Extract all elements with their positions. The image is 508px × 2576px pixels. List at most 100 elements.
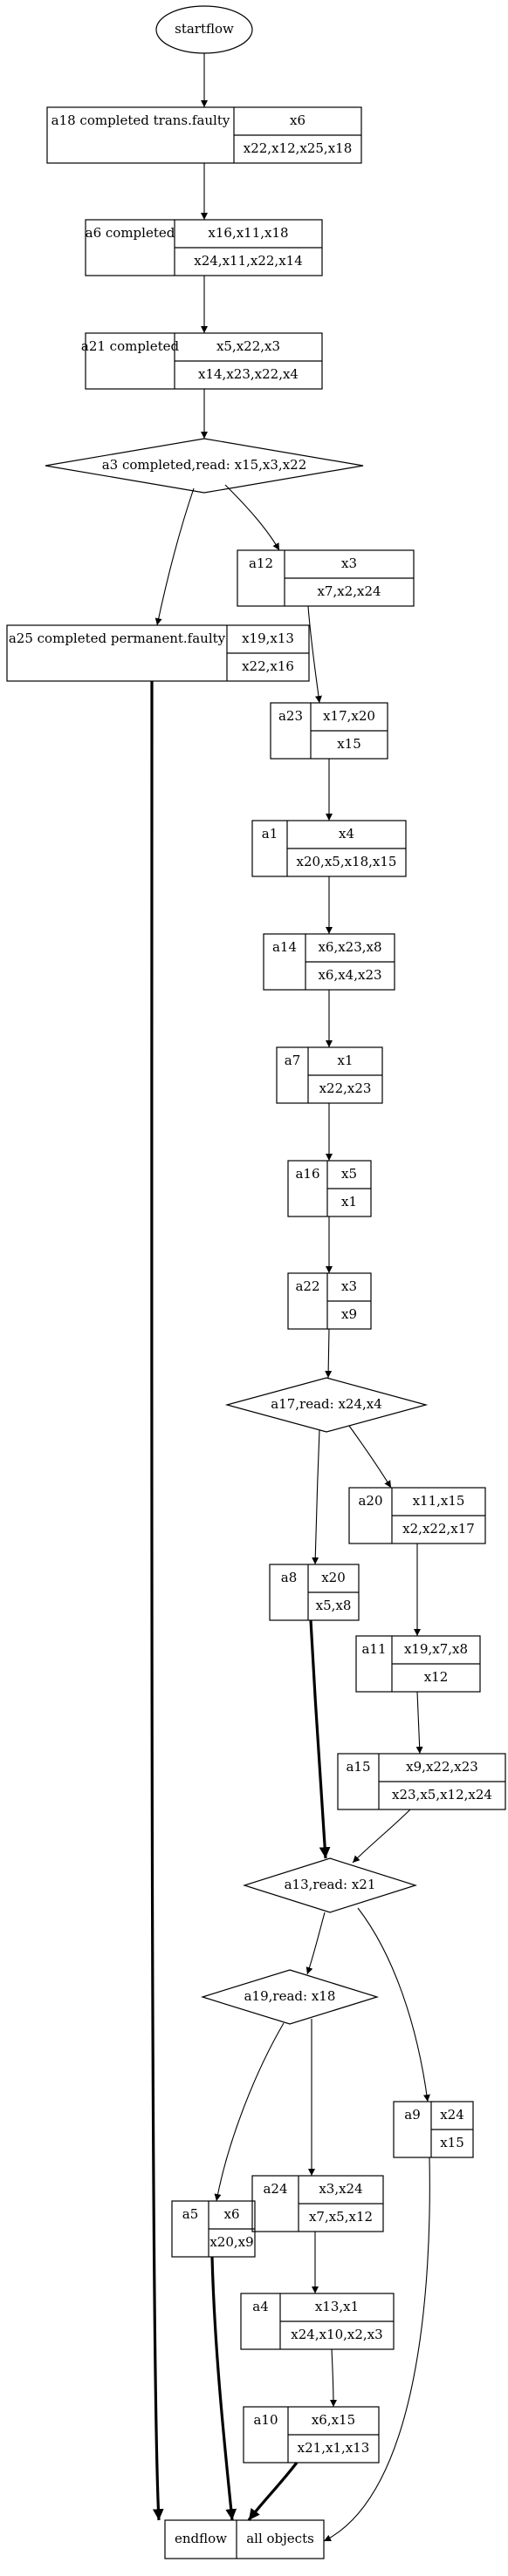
decision-label: a13,read: x21 — [285, 1877, 376, 1892]
write-set: x19,x7,x8 — [404, 1641, 468, 1657]
end-node-box — [164, 2519, 325, 2559]
write-set: x6,x15 — [312, 2412, 355, 2428]
edge-a3-to-a12 — [224, 484, 280, 551]
write-set: x16,x11,x18 — [208, 225, 288, 241]
decision-shape — [224, 1377, 429, 1433]
read-set: x22,x23 — [319, 1080, 372, 1096]
activity-name: a23 — [278, 708, 303, 724]
read-set: x21,x1,x13 — [298, 2440, 370, 2456]
read-set: x20,x9 — [209, 2234, 253, 2250]
activity-name: a9 — [404, 2107, 421, 2123]
read-set: x15 — [337, 736, 361, 752]
write-set: x19,x13 — [242, 630, 294, 646]
read-set: x6,x4,x23 — [318, 967, 381, 983]
read-set: x7,x2,x24 — [317, 583, 381, 599]
write-set: x6 — [223, 2206, 239, 2222]
read-set: x12 — [424, 1669, 449, 1685]
edge-a19-to-a5 — [214, 2022, 285, 2202]
read-set: x15 — [440, 2135, 464, 2150]
node-a25: a25 completed permanent.faulty x19,x13 x22… — [6, 624, 310, 682]
activity-name: a20 — [358, 1493, 382, 1509]
read-set: x9 — [341, 1306, 357, 1322]
node-a5: a5 x6 x20,x9 — [171, 2200, 256, 2258]
write-set: x6 — [290, 112, 305, 128]
node-a6: a6 completed x16,x11,x18 x24,x11,x22,x14 — [85, 219, 323, 276]
decision-label: a19,read: x18 — [244, 1988, 336, 2004]
edge-a15-to-a13 — [352, 1809, 411, 1864]
node-a18: a18 completed trans.faulty x6 x22,x12,x25,… — [46, 106, 362, 164]
activity-name: a25 completed permanent.faulty — [9, 630, 226, 646]
node-startflow: startflow — [155, 5, 253, 54]
node-a23: a23 x17,x20 x15 — [270, 702, 388, 760]
start-node-label: startflow — [175, 21, 234, 37]
edge-a11-to-a15 — [415, 1691, 423, 1755]
read-set: x5,x8 — [316, 1598, 352, 1613]
edge-a17-to-a8 — [312, 1429, 320, 1565]
write-set: x17,x20 — [323, 708, 375, 724]
end-node-label: endflow — [175, 2531, 227, 2546]
edge-a13-to-a19 — [305, 1912, 326, 1975]
read-set: x24,x11,x22,x14 — [194, 253, 303, 269]
node-a20: a20 x11,x15 x2,x22,x17 — [348, 1487, 486, 1544]
write-set: x4 — [339, 826, 354, 842]
end-node-objects: all objects — [246, 2531, 314, 2546]
activity-name: a1 — [262, 826, 278, 842]
write-set: x3 — [341, 1278, 357, 1294]
activity-name: a6 completed — [86, 225, 175, 241]
activity-name: a14 — [272, 939, 297, 955]
write-set: x20 — [321, 1570, 346, 1585]
write-set: x13,x1 — [315, 2299, 359, 2314]
edge-a25-to-endflow — [150, 680, 164, 2521]
write-set: x5 — [341, 1166, 357, 1182]
edge-a13-to-a9 — [357, 1907, 430, 2102]
node-a13: a13,read: x21 — [243, 1857, 417, 1913]
write-set: x9,x22,x23 — [406, 1759, 478, 1775]
node-a17: a17,read: x24,x4 — [224, 1377, 429, 1433]
edge-a17-to-a20 — [348, 1425, 392, 1489]
nodes-layer: startflow a18 completed trans.faulty x6 x22… — [6, 5, 506, 2559]
decision-label: a17,read: x24,x4 — [271, 1396, 382, 1412]
node-a9: a9 x24 x15 — [393, 2101, 474, 2158]
activity-name: a18 completed trans.faulty — [51, 112, 230, 128]
read-set: x22,x16 — [242, 658, 294, 674]
decision-shape — [200, 1969, 380, 2025]
edges-layer — [150, 53, 430, 2542]
edge-a3-to-a25 — [154, 487, 195, 626]
write-set: x11,x15 — [413, 1493, 465, 1509]
write-set: x5,x22,x3 — [216, 338, 280, 354]
write-set: x3,x24 — [319, 2181, 362, 2197]
edge-a5-to-endflow — [210, 2256, 237, 2521]
edge-a12-to-a23 — [307, 605, 322, 704]
activity-name: a7 — [285, 1053, 301, 1068]
edge-a22-to-a17 — [325, 1328, 333, 1379]
read-set: x2,x22,x17 — [402, 1521, 475, 1537]
read-set: x1 — [341, 1194, 357, 1210]
write-set: x24 — [440, 2107, 464, 2123]
read-set: x7,x5,x12 — [309, 2209, 373, 2225]
node-a19: a19,read: x18 — [200, 1969, 380, 2025]
edge-a8-to-a13 — [309, 1619, 331, 1859]
write-set: x3 — [341, 555, 357, 571]
node-endflow: endflow all objects — [164, 2519, 325, 2559]
activity-name: a8 — [281, 1570, 298, 1585]
activity-name: a24 — [263, 2181, 287, 2197]
node-a24: a24 x3,x24 x7,x5,x12 — [251, 2175, 384, 2232]
activity-name: a15 — [346, 1759, 370, 1775]
activity-name: a5 — [182, 2206, 199, 2222]
activity-name: a4 — [252, 2299, 269, 2314]
edge-a4-to-a10 — [329, 2348, 337, 2408]
decision-shape — [243, 1857, 417, 1913]
read-set: x14,x23,x22,x4 — [198, 366, 299, 382]
read-set: x22,x12,x25,x18 — [244, 140, 353, 156]
